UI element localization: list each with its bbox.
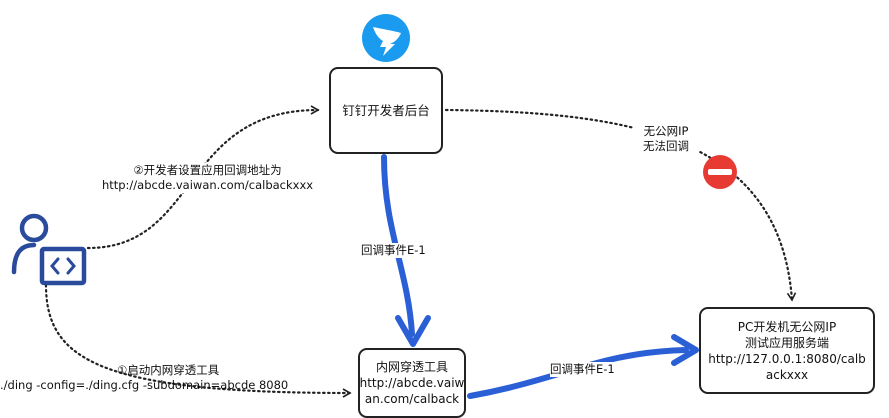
start-tunnel-line-2: ./ding -config=./ding.cfg -subdomain=abc… — [0, 378, 289, 392]
callback-event-label-horizontal: 回调事件E-1 — [550, 362, 615, 377]
no-public-ip-label: 无公网IP 无法回调 — [633, 124, 699, 154]
dev-setup-line-2: http://abcde.vaiwan.com/calbackxxx — [101, 178, 314, 192]
connector-developer-to-tunnel — [44, 283, 352, 398]
no-public-ip-line-1: 无公网IP — [643, 124, 689, 138]
no-entry-icon — [703, 155, 737, 189]
dev-setup-line-1: ②开发者设置应用回调地址为 — [133, 163, 282, 177]
no-public-ip-line-2: 无法回调 — [643, 139, 689, 153]
pc-node-line-1: PC开发机无公网IP — [737, 319, 837, 334]
start-tunnel-label: ①启动内网穿透工具 ./ding -config=./ding.cfg -sub… — [0, 363, 335, 393]
dev-setup-callback-label: ②开发者设置应用回调地址为 http://abcde.vaiwan.com/ca… — [95, 163, 320, 193]
platform-node-label: 钉钉开发者后台 — [342, 102, 430, 118]
dingtalk-developer-console-node: 钉钉开发者后台 — [329, 67, 443, 154]
developer-person-code-icon — [11, 213, 87, 286]
tunnel-node-line-3: an.com/calback — [364, 392, 460, 406]
tunnel-tool-node: 内网穿透工具 http://abcde.vaiw an.com/calback — [358, 348, 466, 418]
pc-node-line-2: 测试应用服务端 — [745, 335, 830, 350]
start-tunnel-line-1: ①启动内网穿透工具 — [117, 363, 220, 377]
pc-node-line-3: http://127.0.0.1:8080/calb — [708, 351, 866, 366]
tunnel-node-line-2: http://abcde.vaiw — [359, 376, 465, 390]
pc-node-line-4: ackxxx — [765, 367, 809, 382]
pc-test-server-node: PC开发机无公网IP 测试应用服务端 http://127.0.0.1:8080… — [699, 307, 875, 394]
callback-event-label-vertical: 回调事件E-1 — [361, 243, 426, 258]
connector-platform-to-pc — [444, 108, 797, 302]
tunnel-node-line-1: 内网穿透工具 — [375, 360, 448, 374]
dingtalk-logo-icon — [362, 14, 410, 62]
